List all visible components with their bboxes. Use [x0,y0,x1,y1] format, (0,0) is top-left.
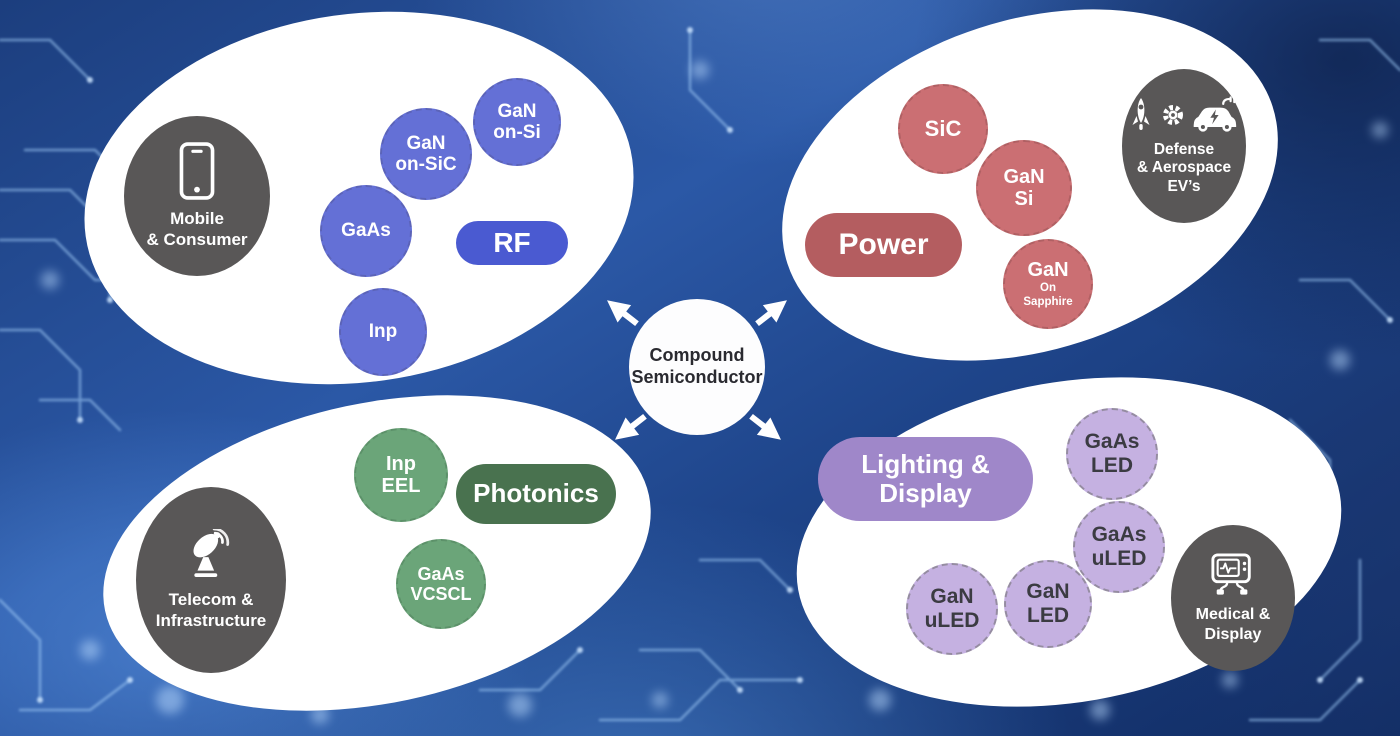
sector-pill-lighting-display: Lighting & Display [818,437,1033,521]
arrow-up-right-icon [750,291,794,333]
medical-monitor-icon [1211,553,1251,595]
satellite-dish-icon [193,529,230,578]
gear-icon [1163,104,1183,125]
material-bubble-gan-uled: GaN uLED [906,563,998,655]
material-bubble-inp-eel: Inp EEL [354,428,448,522]
material-bubble-inp: Inp [339,288,427,376]
center-hub: Compound Semiconductor [629,299,765,435]
bubble-label: Inp [368,321,398,343]
pill-label: RF [493,227,531,259]
pill-label: Power [838,228,929,262]
bubble-label: GaN uLED [924,585,980,632]
bubble-label: SiC [924,115,962,141]
sector-pill-photonics: Photonics [456,464,616,524]
bubble-label: GaN on-Si [493,100,541,143]
bubble-label: GaAs LED [1084,430,1140,477]
category-mobile-consumer: Mobile & Consumer [124,116,270,276]
bubble-label: GaN LED [1026,580,1070,627]
arrow-down-right-icon [744,407,788,449]
category-label: Telecom & Infrastructure [155,590,267,630]
material-bubble-sic: SiC [898,84,988,174]
sector-pill-power: Power [805,213,962,277]
material-bubble-gaas-uled: GaAs uLED [1073,501,1165,593]
category-telecom-infrastructure: Telecom & Infrastructure [136,487,286,673]
material-bubble-gaas-vcscl: GaAs VCSCL [396,539,486,629]
arrow-down-left-icon [608,407,652,449]
bubble-label: GaN [1027,259,1069,282]
ev-car-icon [1193,95,1237,132]
category-medical-display: Medical & Display [1171,525,1295,671]
material-bubble-gan-si: GaN Si [976,140,1072,236]
material-bubble-gan-led: GaN LED [1004,560,1092,648]
bubble-label: GaN Si [1003,165,1045,210]
category-label: Medical & Display [1195,606,1271,643]
center-hub-label: Compound Semiconductor [631,345,763,387]
material-bubble-gan-on-sic: GaN on-SiC [380,108,472,200]
arrow-up-left-icon [600,291,644,333]
bubble-label: Inp EEL [381,452,421,497]
material-bubble-gaas-led: GaAs LED [1066,408,1158,500]
material-bubble-gan-on-si: GaN on-Si [473,78,561,166]
category-defense-aerospace-evs: Defense & Aerospace EV’s [1122,69,1246,223]
pill-label: Photonics [473,478,599,509]
bubble-label: GaAs uLED [1091,523,1147,570]
bubble-sublabel: On Sapphire [1023,282,1073,308]
bubble-label: GaAs [341,220,391,242]
material-bubble-gan-on-sapphire: GaN On Sapphire [1003,239,1093,329]
bubble-label: GaN on-SiC [395,132,457,175]
material-bubble-gaas: GaAs [320,185,412,277]
category-label: Mobile & Consumer [146,209,248,249]
smartphone-icon [179,142,215,200]
rocket-icon [1132,97,1150,130]
sector-pill-rf: RF [456,221,568,265]
pill-label: Lighting & Display [861,448,990,508]
defense-icons [1130,95,1238,134]
category-label: Defense & Aerospace EV’s [1136,140,1232,195]
bubble-label: GaAs VCSCL [410,563,472,604]
